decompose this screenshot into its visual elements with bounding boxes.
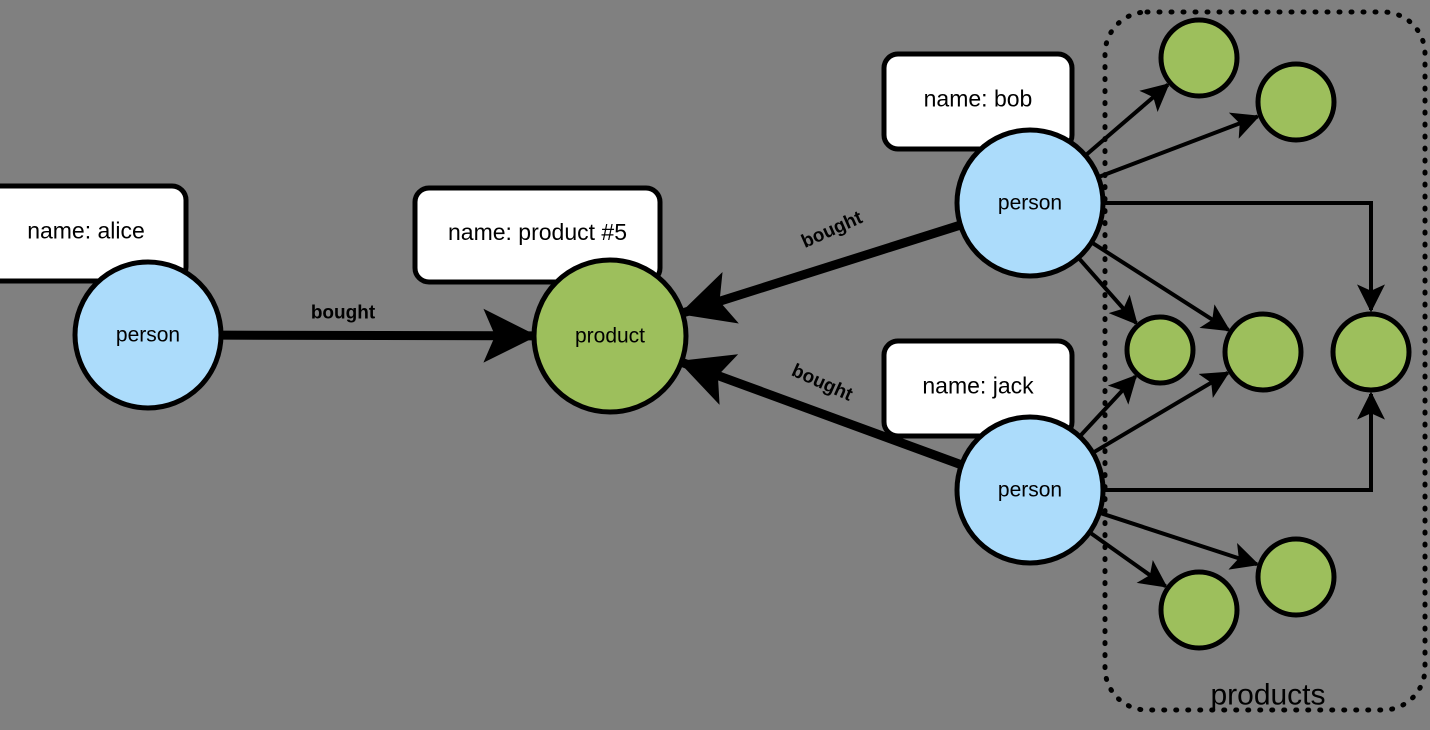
bought-edge bbox=[679, 220, 962, 324]
product-node[interactable]: product bbox=[531, 257, 689, 415]
name-box: name: alice bbox=[0, 183, 189, 284]
bought-edge-label: bought bbox=[788, 360, 856, 406]
ownership-arrow bbox=[1078, 374, 1138, 438]
ownership-arrow bbox=[1103, 391, 1385, 492]
product-item-node[interactable] bbox=[1158, 17, 1240, 99]
product-node-label: product bbox=[575, 325, 645, 348]
bought-edge-label: bought bbox=[798, 207, 866, 253]
bought-edge bbox=[220, 308, 538, 363]
product-item-node[interactable] bbox=[1255, 61, 1337, 143]
bought-edge bbox=[678, 354, 964, 470]
name-box-label: name: alice bbox=[27, 218, 145, 244]
person-node-circle[interactable] bbox=[72, 259, 224, 411]
ownership-arrow bbox=[1084, 83, 1170, 157]
name-box-label: name: jack bbox=[922, 373, 1034, 399]
ownership-arrow bbox=[1088, 530, 1168, 588]
product-item-node[interactable] bbox=[1158, 569, 1240, 651]
person-node-bob[interactable]: person bbox=[954, 127, 1106, 279]
name-box-label: name: bob bbox=[924, 86, 1033, 112]
cluster-label-group: products bbox=[1210, 679, 1325, 712]
name-box-label: name: product #5 bbox=[448, 219, 627, 245]
main-node-group: product person person person bbox=[72, 127, 1106, 566]
products-cluster-boundary bbox=[1102, 9, 1428, 713]
name-box: name: bob bbox=[881, 51, 1075, 152]
ownership-arrow bbox=[1091, 371, 1230, 455]
person-node-alice[interactable]: person bbox=[72, 259, 224, 411]
product-item-node[interactable] bbox=[1330, 311, 1412, 393]
person-node-circle[interactable] bbox=[954, 414, 1106, 566]
product-item-group bbox=[1124, 17, 1412, 651]
product-item-node[interactable] bbox=[1222, 311, 1304, 393]
ownership-arrow bbox=[1090, 240, 1231, 332]
product-item-node[interactable] bbox=[1255, 536, 1337, 618]
bought-edge-label: bought bbox=[311, 303, 376, 324]
products-cluster-outline bbox=[1102, 9, 1428, 713]
ownership-arrow bbox=[1076, 256, 1138, 325]
ownership-arrow bbox=[1098, 510, 1260, 570]
name-box-rect bbox=[0, 183, 189, 284]
person-node-label: person bbox=[116, 324, 180, 347]
bought-edge-group bbox=[220, 220, 964, 470]
product-node-circle[interactable] bbox=[531, 257, 689, 415]
person-node-label: person bbox=[998, 479, 1062, 502]
products-cluster-label: products bbox=[1210, 679, 1325, 712]
person-node-label: person bbox=[998, 192, 1062, 215]
person-node-circle[interactable] bbox=[954, 127, 1106, 279]
ownership-arrow-group bbox=[1076, 83, 1385, 588]
ownership-arrow bbox=[1103, 201, 1385, 313]
person-node-jack[interactable]: person bbox=[954, 414, 1106, 566]
ownership-arrow bbox=[1097, 112, 1260, 179]
product-item-node[interactable] bbox=[1124, 314, 1196, 386]
